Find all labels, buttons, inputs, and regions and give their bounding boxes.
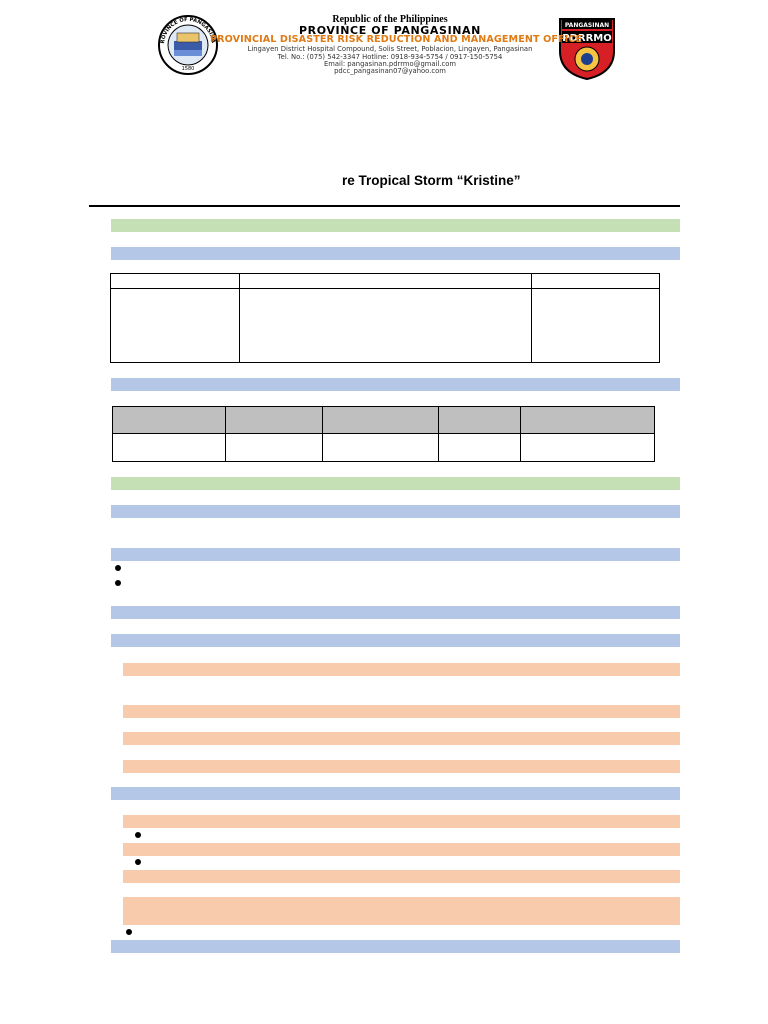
pdrrmo-shield-logo: PANGASINAN PDRRMO: [559, 18, 615, 81]
table-cell: [531, 288, 660, 363]
table-cell: [519, 433, 656, 462]
table-header-cell: [519, 406, 656, 434]
svg-text:PANGASINAN: PANGASINAN: [565, 22, 609, 29]
header-address: Lingayen District Hospital Compound, Sol…: [247, 45, 533, 53]
svg-text:PDRRMO: PDRRMO: [562, 33, 611, 44]
table-cell: [225, 433, 323, 462]
table-cell: [110, 273, 240, 289]
table-cell: [531, 273, 660, 289]
header-contact: Tel. No.: (075) 542-3347 Hotline: 0918-9…: [277, 53, 503, 61]
section-band: [111, 787, 680, 800]
subsection-band: [123, 897, 680, 925]
bullet-point: [135, 832, 141, 838]
title-underline: [89, 205, 680, 207]
table-header-cell: [225, 406, 323, 434]
document-title: re Tropical Storm “Kristine”: [342, 173, 521, 188]
bullet-point: [115, 565, 121, 571]
subsection-band: [123, 663, 680, 676]
table-header-cell: [321, 406, 440, 434]
bullet-point: [135, 859, 141, 865]
section-band: [111, 606, 680, 619]
table-cell: [111, 433, 227, 462]
subsection-band: [123, 870, 680, 883]
table-cell: [110, 288, 240, 363]
header-republic: Republic of the Philippines: [332, 14, 448, 25]
table-cell: [321, 433, 440, 462]
bullet-point: [126, 929, 132, 935]
section-band: [111, 219, 680, 232]
info-table: [110, 273, 660, 363]
section-band: [111, 247, 680, 260]
table-header-cell: [111, 406, 227, 434]
subsection-band: [123, 843, 680, 856]
bullet-point: [115, 580, 121, 586]
section-band: [111, 477, 680, 490]
section-band: [111, 378, 680, 391]
header-email: Email: pangasinan.pdrrmo@gmail.com: [323, 60, 457, 68]
subsection-band: [123, 732, 680, 745]
subsection-band: [123, 760, 680, 773]
table-cell: [238, 288, 533, 363]
subsection-band: [123, 705, 680, 718]
table-cell: [238, 273, 533, 289]
table-header-cell: [438, 406, 521, 434]
header-office-name: PROVINCIAL DISASTER RISK REDUCTION AND M…: [210, 34, 583, 45]
subsection-band: [123, 815, 680, 828]
province-seal-logo: PROVINCE OF PANGASINAN 1580: [155, 15, 218, 75]
section-band: [111, 505, 680, 518]
data-table: [111, 406, 656, 462]
svg-text:1580: 1580: [182, 66, 195, 72]
header-email-alt: pdcc_pangasinan07@yahoo.com: [334, 67, 446, 75]
table-cell: [438, 433, 521, 462]
section-band: [111, 940, 680, 953]
section-band: [111, 548, 680, 561]
section-band: [111, 634, 680, 647]
header-province: PROVINCE OF PANGASINAN: [299, 24, 481, 37]
